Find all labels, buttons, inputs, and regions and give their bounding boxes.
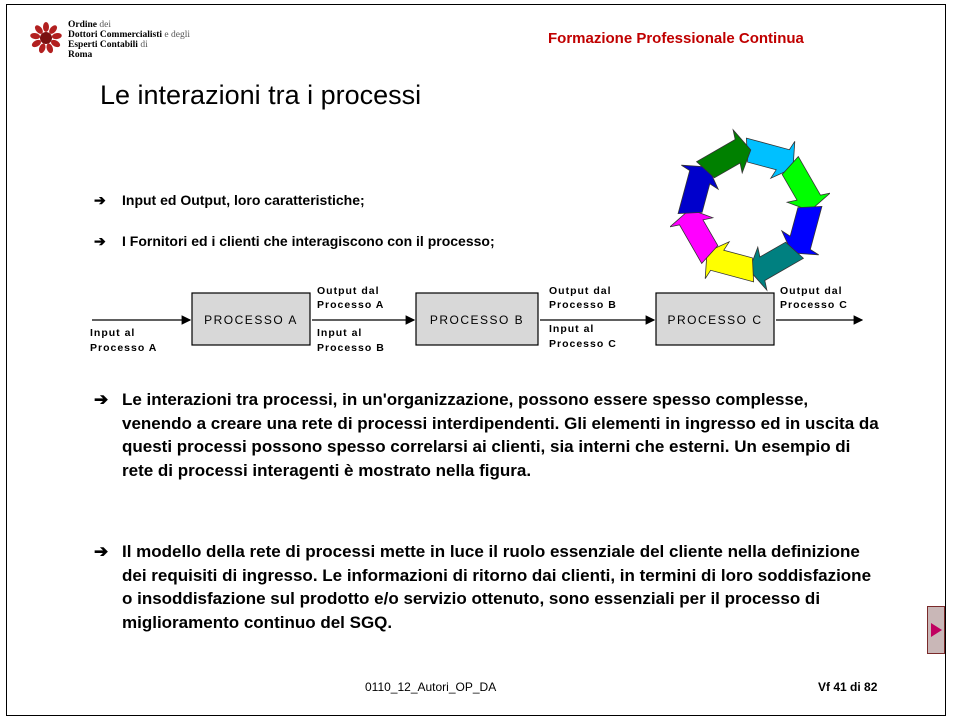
header-course-title: Formazione Professionale Continua xyxy=(548,30,804,47)
bullet-item: ➔I Fornitori ed i clienti che interagisc… xyxy=(94,233,495,249)
arrow-bullet-icon: ➔ xyxy=(94,233,106,249)
cycle-arrow-segment xyxy=(670,208,719,265)
org-name: Ordine dei Dottori Commercialisti e degl… xyxy=(68,20,190,60)
input-a-label-1: Input al xyxy=(90,327,135,339)
output-a-label-2: Processo A xyxy=(317,299,384,311)
play-right-icon xyxy=(931,623,942,637)
slide-frame xyxy=(6,4,946,716)
output-b-label-2: Processo B xyxy=(549,299,617,311)
bullet-item: ➔Input ed Output, loro caratteristiche; xyxy=(94,192,365,208)
next-slide-button[interactable] xyxy=(927,606,945,654)
process-b-box xyxy=(415,292,539,346)
arrow-bullet-icon: ➔ xyxy=(94,390,109,409)
paragraph-text: Le interazioni tra processi, in un'organ… xyxy=(122,390,879,480)
cycle-arrow-segment xyxy=(695,128,752,179)
org-logo xyxy=(30,22,62,54)
cycle-arrow-segment xyxy=(704,240,755,283)
slide-title: Le interazioni tra i processi xyxy=(100,80,422,110)
input-b-label-2: Processo B xyxy=(317,342,385,354)
cycle-arrow-segment xyxy=(780,205,823,256)
process-b-label: PROCESSO B xyxy=(430,313,524,327)
cycle-arrow-segment xyxy=(745,137,796,180)
input-b-label-1: Input al xyxy=(317,327,362,339)
output-c-label-1: Output dal xyxy=(780,285,843,297)
output-b-label-1: Output dal xyxy=(549,285,612,297)
arrow-bullet-icon: ➔ xyxy=(94,542,109,561)
output-a-label-1: Output dal xyxy=(317,285,380,297)
page-number: Vf 41 di 82 xyxy=(818,680,878,694)
process-c-box xyxy=(655,292,775,346)
output-c-label-2: Processo C xyxy=(780,299,848,311)
input-c-label-1: Input al xyxy=(549,323,594,335)
cycle-arrow-segment xyxy=(781,155,830,212)
cycle-arrow-segment xyxy=(677,164,720,215)
input-c-label-2: Processo C xyxy=(549,338,617,350)
process-c-label: PROCESSO C xyxy=(667,313,762,327)
process-a-box xyxy=(191,292,311,346)
cycle-arrow-segment xyxy=(748,241,805,292)
paragraph-text: Il modello della rete di processi mette … xyxy=(122,542,872,632)
arrow-bullet-icon: ➔ xyxy=(94,192,106,208)
process-cycle-graphic xyxy=(670,128,830,292)
process-a-label: PROCESSO A xyxy=(204,313,298,327)
process-flow-diagram: PROCESSO A PROCESSO B PROCESSO C Input a… xyxy=(90,285,864,354)
footer-code: 0110_12_Autori_OP_DA xyxy=(365,680,497,694)
input-a-label-2: Processo A xyxy=(90,342,157,354)
